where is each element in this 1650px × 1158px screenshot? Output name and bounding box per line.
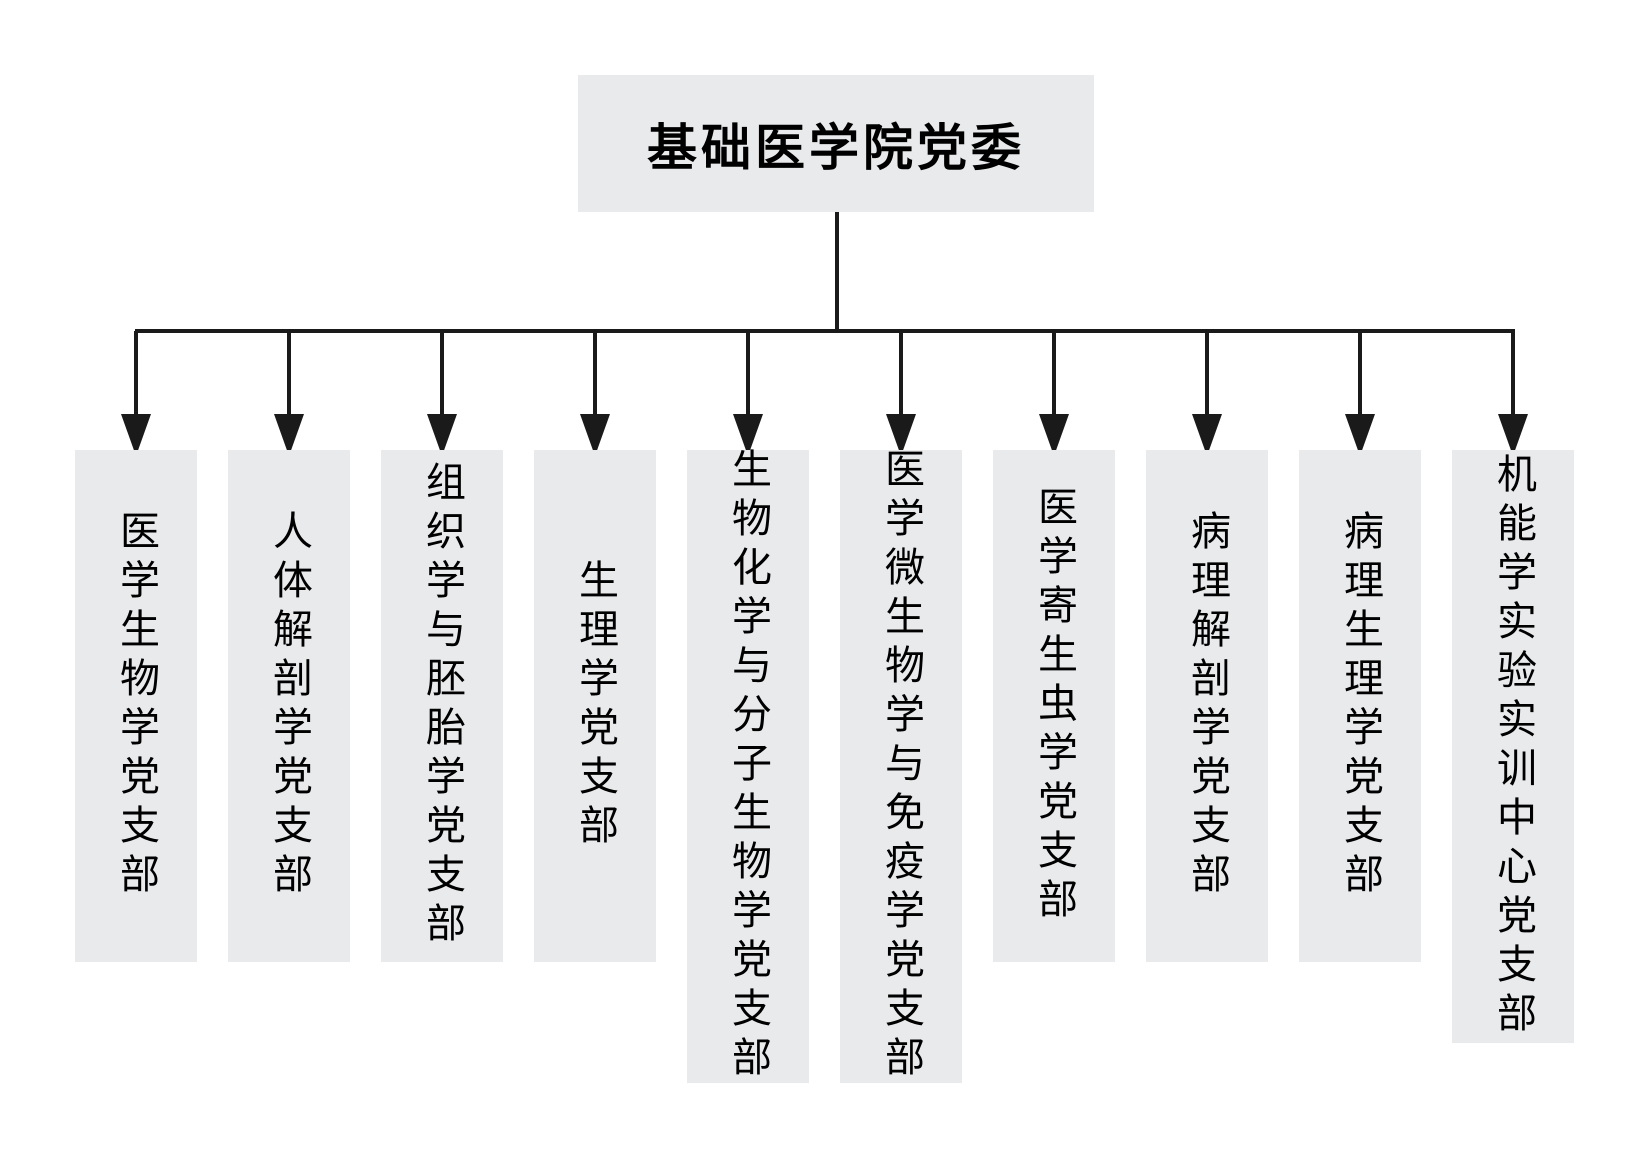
drop-line xyxy=(899,331,903,415)
drop-line xyxy=(1511,331,1515,415)
branch-box: 病理生理学党支部 xyxy=(1299,450,1421,962)
branch-label: 人体解剖学党支部 xyxy=(267,510,311,902)
drop-line xyxy=(1205,331,1209,415)
connector-rail xyxy=(135,329,1515,333)
drop-line xyxy=(1052,331,1056,415)
branch-box: 病理解剖学党支部 xyxy=(1146,450,1268,962)
branch-box: 医学寄生虫学党支部 xyxy=(993,450,1115,962)
drop-line xyxy=(746,331,750,415)
drop-line xyxy=(287,331,291,415)
branch-label: 医学微生物学与免疫学党支部 xyxy=(879,448,923,1085)
root-title: 基础医学院党委 xyxy=(647,119,1025,176)
drop-line xyxy=(440,331,444,415)
drop-line xyxy=(593,331,597,415)
down-arrowhead-icon xyxy=(1345,414,1375,456)
branch-label: 生物化学与分子生物学党支部 xyxy=(726,448,770,1085)
branch-box: 人体解剖学党支部 xyxy=(228,450,350,962)
down-arrowhead-icon xyxy=(1192,414,1222,456)
branch-box: 医学微生物学与免疫学党支部 xyxy=(840,448,962,1085)
connector-stem xyxy=(835,212,839,332)
drop-line xyxy=(134,331,138,415)
branch-label: 组织学与胚胎学党支部 xyxy=(420,461,464,951)
down-arrowhead-icon xyxy=(1498,414,1528,456)
branch-box: 组织学与胚胎学党支部 xyxy=(381,450,503,962)
down-arrowhead-icon xyxy=(274,414,304,456)
branch-box: 生物化学与分子生物学党支部 xyxy=(687,448,809,1085)
down-arrowhead-icon xyxy=(1039,414,1069,456)
down-arrowhead-icon xyxy=(580,414,610,456)
down-arrowhead-icon xyxy=(733,414,763,456)
branch-label: 生理学党支部 xyxy=(573,559,617,853)
branch-label: 病理生理学党支部 xyxy=(1338,510,1382,902)
down-arrowhead-icon xyxy=(886,414,916,456)
branch-label: 病理解剖学党支部 xyxy=(1185,510,1229,902)
down-arrowhead-icon xyxy=(427,414,457,456)
branch-label: 医学寄生虫学党支部 xyxy=(1032,485,1076,927)
branch-box: 医学生物学党支部 xyxy=(75,450,197,962)
branch-box: 机能学实验实训中心党支部 xyxy=(1452,450,1574,1043)
branch-box: 生理学党支部 xyxy=(534,450,656,962)
root-box: 基础医学院党委 xyxy=(578,75,1094,212)
branch-label: 机能学实验实训中心党支部 xyxy=(1491,452,1535,1041)
down-arrowhead-icon xyxy=(121,414,151,456)
branch-label: 医学生物学党支部 xyxy=(114,510,158,902)
drop-line xyxy=(1358,331,1362,415)
